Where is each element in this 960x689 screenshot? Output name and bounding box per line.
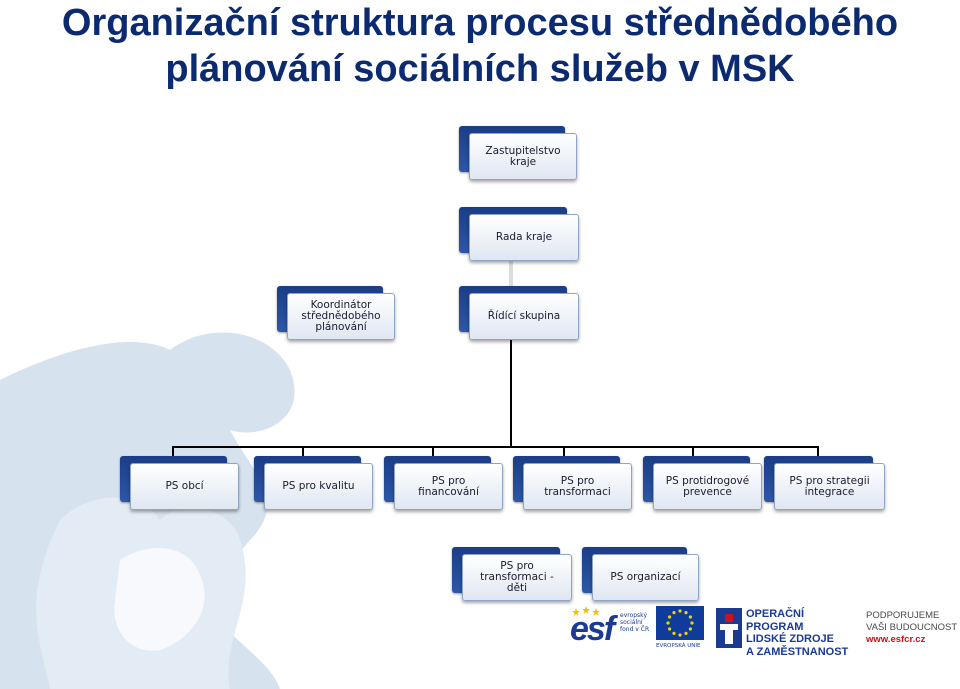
esf-stars-icon <box>572 606 600 616</box>
title-line-2: plánování sociálních služeb v MSK <box>165 48 795 90</box>
node-ps-obci: PS obcí <box>120 456 239 510</box>
node-zastupitelstvo-kraje: Zastupitelstvo kraje <box>459 126 577 180</box>
node-label: PS pro transformaci - děti <box>480 560 554 594</box>
node-ridici-skupina: Řídící skupina <box>459 286 579 340</box>
node-label: PS pro strategii integrace <box>789 474 870 498</box>
title-line-1: Organizační struktura procesu střednědob… <box>61 2 899 44</box>
node-rada-kraje: Rada kraje <box>459 207 579 261</box>
eu-caption: EVROPSKÁ UNIE <box>656 643 701 649</box>
node-ps-financovani: PS pro financování <box>384 456 503 510</box>
slide-title: Organizační struktura procesu střednědob… <box>0 0 960 92</box>
esf-caption: evropský sociální fond v ČR <box>620 612 650 633</box>
op-lzz-figure-icon <box>716 608 742 648</box>
node-ps-protidrogove: PS protidrogové prevence <box>643 456 762 510</box>
node-label: PS organizací <box>610 571 681 583</box>
node-ps-transformaci: PS pro transformaci <box>513 456 632 510</box>
footer-logo-strip: esf evropský sociální fond v ČR EVROPSKÁ… <box>570 604 960 658</box>
op-lzz-text: OPERAČNÍ PROGRAM LIDSKÉ ZDROJE A ZAMĚSTN… <box>746 608 849 658</box>
support-url: www.esfcr.cz <box>866 634 926 645</box>
node-ps-strategie: PS pro strategii integrace <box>764 456 885 510</box>
eu-logo: EVROPSKÁ UNIE <box>656 606 704 652</box>
node-label: Koordinátor střednědobého plánování <box>301 299 381 333</box>
support-text: PODPORUJEME VAŠI BUDOUCNOST <box>866 610 958 633</box>
node-label: PS pro transformaci <box>544 474 611 498</box>
node-ps-transformaci-deti: PS pro transformaci - děti <box>452 547 572 601</box>
node-koordinator: Koordinátor střednědobého plánování <box>277 286 395 340</box>
node-label: Řídící skupina <box>487 310 561 322</box>
node-label: PS protidrogové prevence <box>665 474 750 498</box>
node-ps-organizaci: PS organizací <box>582 547 699 601</box>
node-label: Rada kraje <box>495 231 553 243</box>
node-label: PS obcí <box>165 480 204 492</box>
node-label: Zastupitelstvo kraje <box>485 144 561 168</box>
eu-flag-icon <box>656 606 704 640</box>
node-label: PS pro kvalitu <box>282 480 355 492</box>
esf-mark-text: esf <box>570 610 615 648</box>
op-lzz-logo: OPERAČNÍ PROGRAM LIDSKÉ ZDROJE A ZAMĚSTN… <box>716 606 856 658</box>
support-slogan: PODPORUJEME VAŠI BUDOUCNOST www.esfcr.cz <box>866 610 960 646</box>
node-label: PS pro financování <box>418 474 479 498</box>
esf-logo: esf evropský sociální fond v ČR <box>570 606 650 652</box>
node-ps-kvalita: PS pro kvalitu <box>254 456 373 510</box>
